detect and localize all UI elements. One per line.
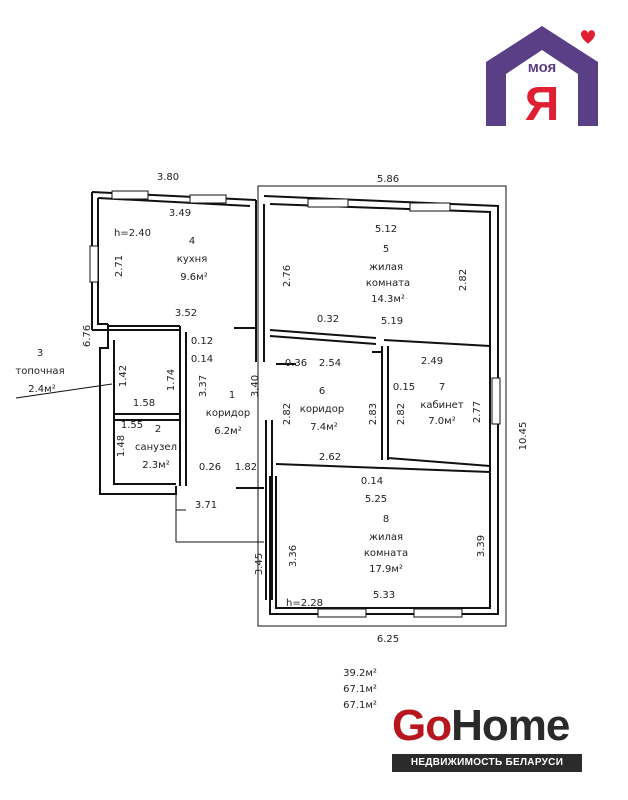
dim-1-58: 1.58 (133, 398, 155, 409)
dim-0-32: 0.32 (317, 314, 339, 325)
room-6-number: 6 (319, 386, 325, 397)
brand-tagline: НЕДВИЖИМОСТЬ БЕЛАРУСИ (392, 754, 582, 772)
dim-0-12: 0.12 (191, 336, 213, 347)
dim-1-82: 1.82 (235, 462, 257, 473)
room-7-name: кабинет (420, 400, 464, 411)
total-3: 67.1м² (343, 700, 377, 711)
dim-3-80: 3.80 (157, 172, 179, 183)
dim-2-54: 2.54 (319, 358, 341, 369)
dim-5-86: 5.86 (377, 174, 399, 185)
room-8-name1: жилая (369, 532, 403, 543)
room-8-area: 17.9м² (369, 564, 403, 575)
dim-0-36: 0.36 (285, 358, 307, 369)
brand-home: Home (451, 701, 570, 750)
dim-0-14-b: 0.14 (361, 476, 383, 487)
dim-3-52: 3.52 (175, 308, 197, 319)
room-2-name: санузел (135, 442, 177, 453)
dim-6-25: 6.25 (377, 634, 399, 645)
dim-2-76: 2.76 (282, 265, 293, 287)
dim-2-82-a: 2.82 (458, 269, 469, 291)
room-5-name2: комната (366, 278, 410, 289)
logo-small-text: моя (528, 59, 557, 76)
dim-3-39: 3.39 (476, 535, 487, 557)
room-4-number: 4 (189, 236, 195, 247)
dim-5-19: 5.19 (381, 316, 403, 327)
dim-0-15: 0.15 (393, 382, 415, 393)
dim-2-62: 2.62 (319, 452, 341, 463)
dim-3-36: 3.36 (288, 545, 299, 567)
room-1-area: 6.2м² (214, 426, 241, 437)
total-2: 67.1м² (343, 684, 377, 695)
gohome-wordmark: GoHome (392, 701, 570, 750)
dim-5-33: 5.33 (373, 590, 395, 601)
ceiling-height-2: h=2.28 (286, 598, 323, 609)
dim-3-49: 3.49 (169, 208, 191, 219)
dim-5-12: 5.12 (375, 224, 397, 235)
room-8-number: 8 (383, 514, 389, 525)
dim-6-76: 6.76 (82, 325, 93, 347)
room-4-name: кухня (177, 254, 207, 265)
room-3-area: 2.4м² (28, 384, 55, 395)
room-5-number: 5 (383, 244, 389, 255)
room-5-area: 14.3м² (371, 294, 405, 305)
dim-2-82-c: 2.82 (396, 403, 407, 425)
dim-3-37: 3.37 (198, 375, 209, 397)
dim-0-14-a: 0.14 (191, 354, 213, 365)
dim-1-74: 1.74 (166, 369, 177, 391)
dim-5-25: 5.25 (365, 494, 387, 505)
room-8-name2: комната (364, 548, 408, 559)
brand-go: Go (392, 701, 452, 750)
room-7-area: 7.0м² (428, 416, 455, 427)
dim-3-71: 3.71 (195, 500, 217, 511)
area-totals: 39.2м² 67.1м² 67.1м² (330, 666, 390, 714)
room-6-name: коридор (300, 404, 344, 415)
total-1: 39.2м² (343, 668, 377, 679)
room-7-number: 7 (439, 382, 445, 393)
room-5-name1: жилая (369, 262, 403, 273)
room-3-number: 3 (37, 348, 43, 359)
room-1-number: 1 (229, 390, 235, 401)
dim-2-82-b: 2.82 (282, 403, 293, 425)
dim-2-71: 2.71 (114, 255, 125, 277)
dim-0-26: 0.26 (199, 462, 221, 473)
logo-big-letter: Я (525, 78, 560, 131)
room-3-name: топочная (15, 366, 64, 377)
dim-2-77: 2.77 (472, 401, 483, 423)
dim-1-42: 1.42 (118, 365, 129, 387)
dim-10-45: 10.45 (518, 422, 529, 451)
dim-1-48: 1.48 (116, 435, 127, 457)
dim-2-49: 2.49 (421, 356, 443, 367)
room-6-area: 7.4м² (310, 422, 337, 433)
ceiling-height-1: h=2.40 (114, 228, 151, 239)
room-2-number: 2 (155, 424, 161, 435)
dim-3-45: 3.45 (254, 553, 265, 575)
room-4-area: 9.6м² (180, 272, 207, 283)
moya-ya-logo: моя Я (478, 22, 606, 132)
room-1-name: коридор (206, 408, 250, 419)
gohome-logo: GoHome НЕДВИЖИМОСТЬ БЕЛАРУСИ (392, 702, 592, 776)
dim-2-83: 2.83 (368, 403, 379, 425)
dim-3-40: 3.40 (250, 375, 261, 397)
dim-1-55: 1.55 (121, 420, 143, 431)
room-2-area: 2.3м² (142, 460, 169, 471)
